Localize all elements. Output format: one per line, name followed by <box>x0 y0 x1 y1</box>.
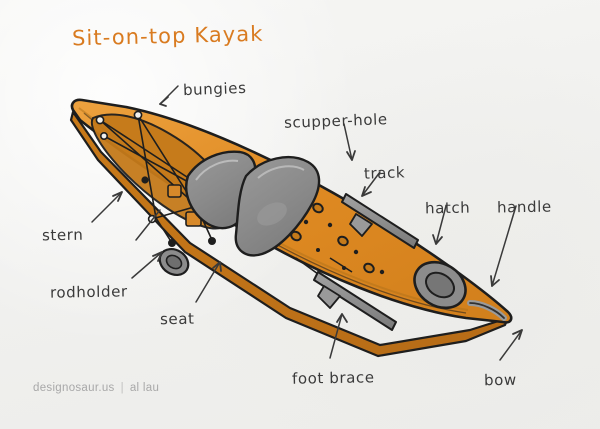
scupper-holes <box>290 202 385 275</box>
rodholder-fitting <box>158 247 190 277</box>
footer-author: al lau <box>129 382 160 394</box>
leader-lines <box>91 85 523 361</box>
label-scupper-hole: scupper-hole <box>283 110 389 132</box>
footer-separator: | <box>120 382 124 394</box>
label-bungies: bungies <box>182 78 247 100</box>
label-track: track <box>363 163 406 183</box>
page-title: Sit-on-top Kayak <box>71 21 264 51</box>
seat-assembly <box>185 150 321 257</box>
bow-handle <box>467 300 507 321</box>
bow-hatch <box>413 260 467 310</box>
footer-site: designosaur.us <box>33 382 115 394</box>
kayak-hull-side <box>69 110 510 358</box>
label-handle: handle <box>496 197 552 217</box>
label-hatch: hatch <box>424 198 471 218</box>
label-foot-brace: foot brace <box>291 368 375 388</box>
label-stern: stern <box>41 225 84 245</box>
footer: designosaur.us | al lau <box>33 382 159 394</box>
track-rails <box>313 193 419 331</box>
label-rodholder: rodholder <box>49 282 128 302</box>
label-bow: bow <box>483 370 517 390</box>
label-seat: seat <box>159 309 195 329</box>
